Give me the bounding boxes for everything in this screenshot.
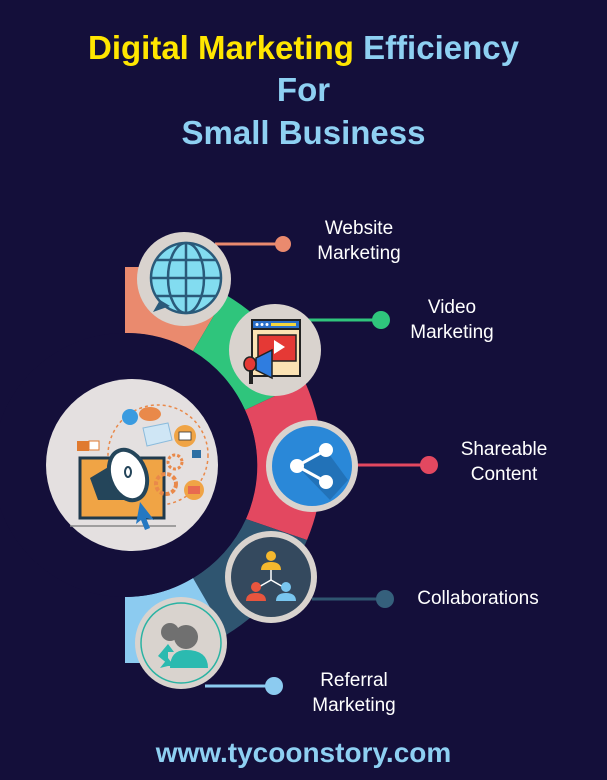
label-website: Website Marketing bbox=[308, 216, 410, 266]
label-video-line1: Video bbox=[427, 297, 477, 318]
label-website-line2: Marketing bbox=[317, 243, 401, 264]
dot-shareable bbox=[420, 456, 438, 474]
label-shareable-line1: Shareable bbox=[460, 439, 548, 460]
dot-collaborations bbox=[376, 590, 394, 608]
dot-referral bbox=[265, 677, 283, 695]
video-megaphone-icon bbox=[229, 304, 321, 396]
dot-website bbox=[275, 236, 291, 252]
label-referral-line1: Referral bbox=[320, 670, 388, 691]
label-website-line1: Website bbox=[324, 218, 394, 239]
referral-users-icon bbox=[135, 597, 227, 689]
globe-chat-icon bbox=[137, 232, 231, 326]
share-icon bbox=[266, 420, 358, 512]
label-collaborations-line1: Collaborations bbox=[417, 588, 539, 609]
label-referral-line2: Marketing bbox=[312, 695, 396, 716]
label-shareable: Shareable Content bbox=[450, 437, 558, 487]
footer-url[interactable]: www.tycoonstory.com bbox=[155, 737, 452, 768]
title-line-3: Small Business bbox=[181, 114, 426, 151]
title-highlight: Digital Marketing bbox=[88, 29, 354, 66]
title-line-1: Digital Marketing Efficiency bbox=[0, 28, 607, 68]
title-line-2: For bbox=[276, 71, 331, 108]
label-referral: Referral Marketing bbox=[302, 668, 406, 718]
title-efficiency: Efficiency bbox=[363, 29, 519, 66]
megaphone-laptop-icon bbox=[46, 379, 218, 551]
label-video: Video Marketing bbox=[400, 295, 504, 345]
label-collaborations: Collaborations bbox=[403, 586, 553, 611]
label-shareable-line2: Content bbox=[470, 464, 538, 485]
team-hierarchy-icon bbox=[225, 531, 317, 623]
label-video-line2: Marketing bbox=[410, 322, 494, 343]
dot-video bbox=[372, 311, 390, 329]
